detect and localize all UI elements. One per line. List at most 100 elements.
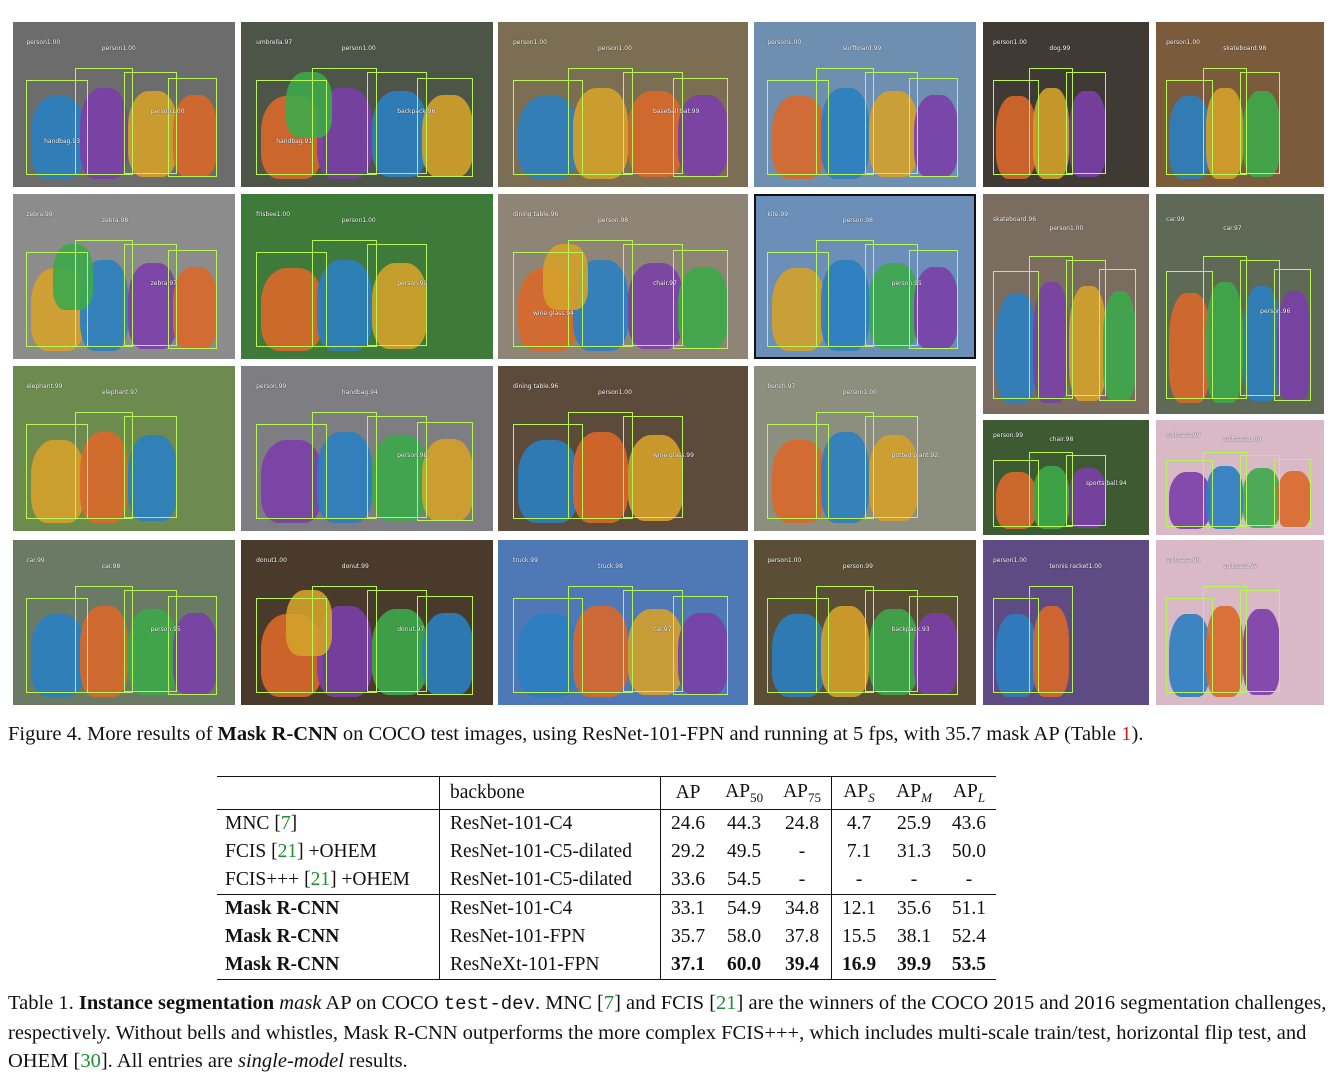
detection-box (256, 597, 327, 694)
segmentation-mask (1069, 468, 1106, 529)
citation-link[interactable]: 7 (280, 813, 291, 834)
segmentation-mask (771, 268, 826, 351)
detection-label: suitcase.98 (1166, 556, 1201, 564)
segmentation-mask (678, 94, 728, 178)
cell-ap: 24.6 (660, 809, 716, 838)
citation-link-30[interactable]: 30 (80, 1050, 101, 1072)
detection-box (311, 68, 378, 176)
segmentation-mask (543, 243, 588, 310)
detection-label: person1.00 (598, 389, 632, 397)
detection-box (124, 71, 178, 174)
detection-box (1203, 586, 1247, 694)
detection-label: person.96 (1260, 308, 1291, 316)
segmentation-mask (1243, 91, 1281, 178)
detection-box (513, 251, 583, 348)
cell-method: MNC [7] (225, 813, 298, 834)
detection-box (1240, 454, 1281, 526)
segmentation-mask (678, 612, 728, 696)
header-backbone: backbone (439, 776, 661, 810)
detection-box (1203, 452, 1247, 527)
cell-apl: 50.0 (951, 841, 987, 862)
detection-box (168, 596, 218, 696)
table-ref-link[interactable]: 1 (1121, 723, 1132, 745)
detection-label: suitcase.99 (1166, 431, 1201, 439)
cell-apl: 51.1 (951, 898, 987, 919)
cell-ap75: 39.4 (773, 951, 832, 980)
detection-box (513, 597, 583, 694)
detection-label: person.99 (397, 279, 428, 287)
citation-link[interactable]: 21 (310, 869, 331, 890)
segmentation-mask (1276, 290, 1311, 401)
cell-ap75: 34.8 (784, 898, 820, 919)
detection-label: suitcase1.00 (1223, 436, 1262, 444)
detection-box (256, 423, 327, 520)
detection-label: truck.99 (513, 556, 538, 564)
segmentation-mask (996, 471, 1037, 530)
cell-apm: 39.9 (886, 951, 942, 980)
segmentation-mask (913, 612, 959, 696)
detection-box (1166, 79, 1214, 176)
cell-ap50: 60.0 (715, 951, 774, 980)
header-method (217, 776, 440, 810)
segmentation-mask (1243, 609, 1281, 696)
cell-apm: - (886, 866, 942, 895)
detection-box (124, 415, 178, 518)
citation-link-21[interactable]: 21 (716, 992, 737, 1014)
segmentation-mask (771, 614, 826, 697)
citation-link[interactable]: 21 (277, 841, 298, 862)
detection-box (1240, 589, 1281, 692)
detection-label: handbag.94 (341, 389, 378, 397)
detection-box (1066, 71, 1106, 174)
segmentation-mask (1069, 91, 1106, 178)
cell-ap50: 54.5 (715, 866, 774, 895)
cell-backbone: ResNet-101-C4 (439, 894, 661, 923)
detection-label: wine glass.94 (533, 309, 574, 317)
cell-backbone: ResNeXt-101-FPN (439, 951, 661, 980)
cell-aps: 16.9 (831, 951, 887, 980)
detection-box (367, 589, 428, 692)
detection-label: person1.00 (767, 556, 802, 564)
cell-apm: 35.6 (896, 898, 932, 919)
detection-box (75, 412, 133, 520)
cell-apl: 52.4 (951, 926, 987, 947)
detection-label: backpack.93 (891, 625, 930, 633)
detection-box (865, 589, 919, 692)
cell-apm: 25.9 (896, 813, 932, 834)
detection-box (568, 68, 633, 176)
detection-label: person1.00 (767, 38, 802, 46)
detection-box (568, 412, 633, 520)
detection-box (1203, 68, 1247, 176)
detection-label: backpack.96 (397, 107, 436, 115)
detection-box (1066, 454, 1106, 526)
figure-caption-middle: on COCO test images, using ResNet-101-FP… (337, 723, 1122, 745)
segmentation-mask (30, 96, 85, 179)
table-caption-single-model: single-model (238, 1050, 344, 1072)
figure-caption-suffix: ). (1131, 723, 1144, 745)
cell-method: Mask R-CNN (225, 926, 340, 947)
detection-label: car.98 (101, 563, 121, 571)
cell-ap75: - (773, 866, 832, 895)
detection-label: surfboard.99 (842, 45, 882, 53)
citation-link-7[interactable]: 7 (603, 992, 615, 1014)
detection-label: donut.99 (341, 563, 369, 571)
segmentation-mask (172, 94, 218, 178)
cell-ap50: 54.9 (727, 898, 762, 919)
detection-label: person1.00 (341, 45, 376, 53)
cell-ap75: - (798, 841, 806, 862)
detection-label: person1.00 (341, 217, 376, 225)
detection-box (124, 589, 178, 692)
cell-ap: 33.6 (660, 866, 716, 895)
detection-label: person.99 (256, 382, 287, 390)
